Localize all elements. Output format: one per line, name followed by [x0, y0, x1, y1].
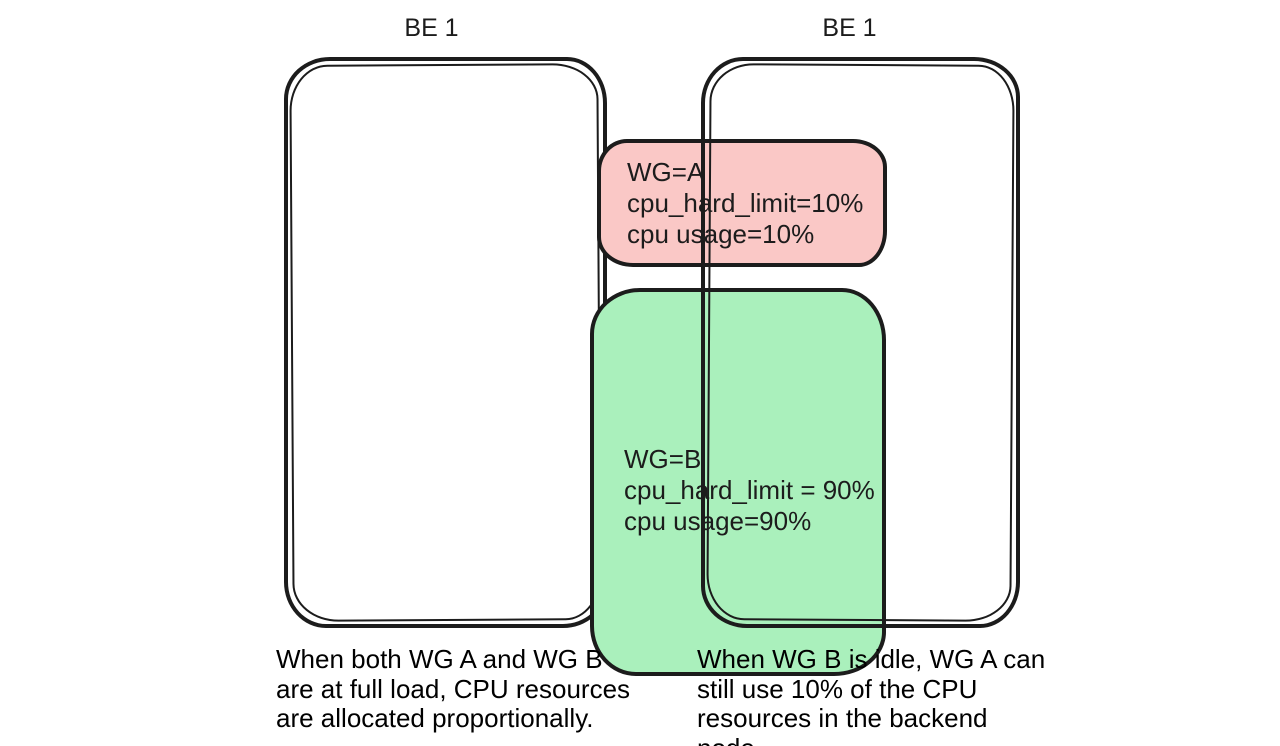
- wg-a-name-label: WG=A: [627, 156, 705, 187]
- wg-b-name-label: WG=B: [624, 443, 702, 474]
- caption-idle: When WG B is idle, WG A can still use 10…: [697, 644, 1057, 746]
- caption-line: resources in the backend node.: [697, 703, 988, 746]
- caption-line: still use 10% of the CPU: [697, 673, 978, 704]
- caption-line: When WG B is idle, WG A can: [697, 644, 1046, 674]
- caption-full-load: When both WG A and WG B are at full load…: [276, 644, 636, 734]
- backend-node-title-right: BE 1: [822, 14, 877, 42]
- backend-node-box-right: WG=A cpu_hard_limit=10% cpu usage=10% cp…: [701, 57, 1020, 628]
- caption-line: are allocated proportionally.: [276, 703, 594, 733]
- backend-node-box-left: WG=A cpu_hard_limit=10% cpu usage=10% WG…: [284, 57, 887, 676]
- caption-line: are at full load, CPU resources: [276, 673, 631, 704]
- caption-line: When both WG A and WG B: [276, 644, 603, 674]
- backend-node-title-left: BE 1: [404, 14, 459, 42]
